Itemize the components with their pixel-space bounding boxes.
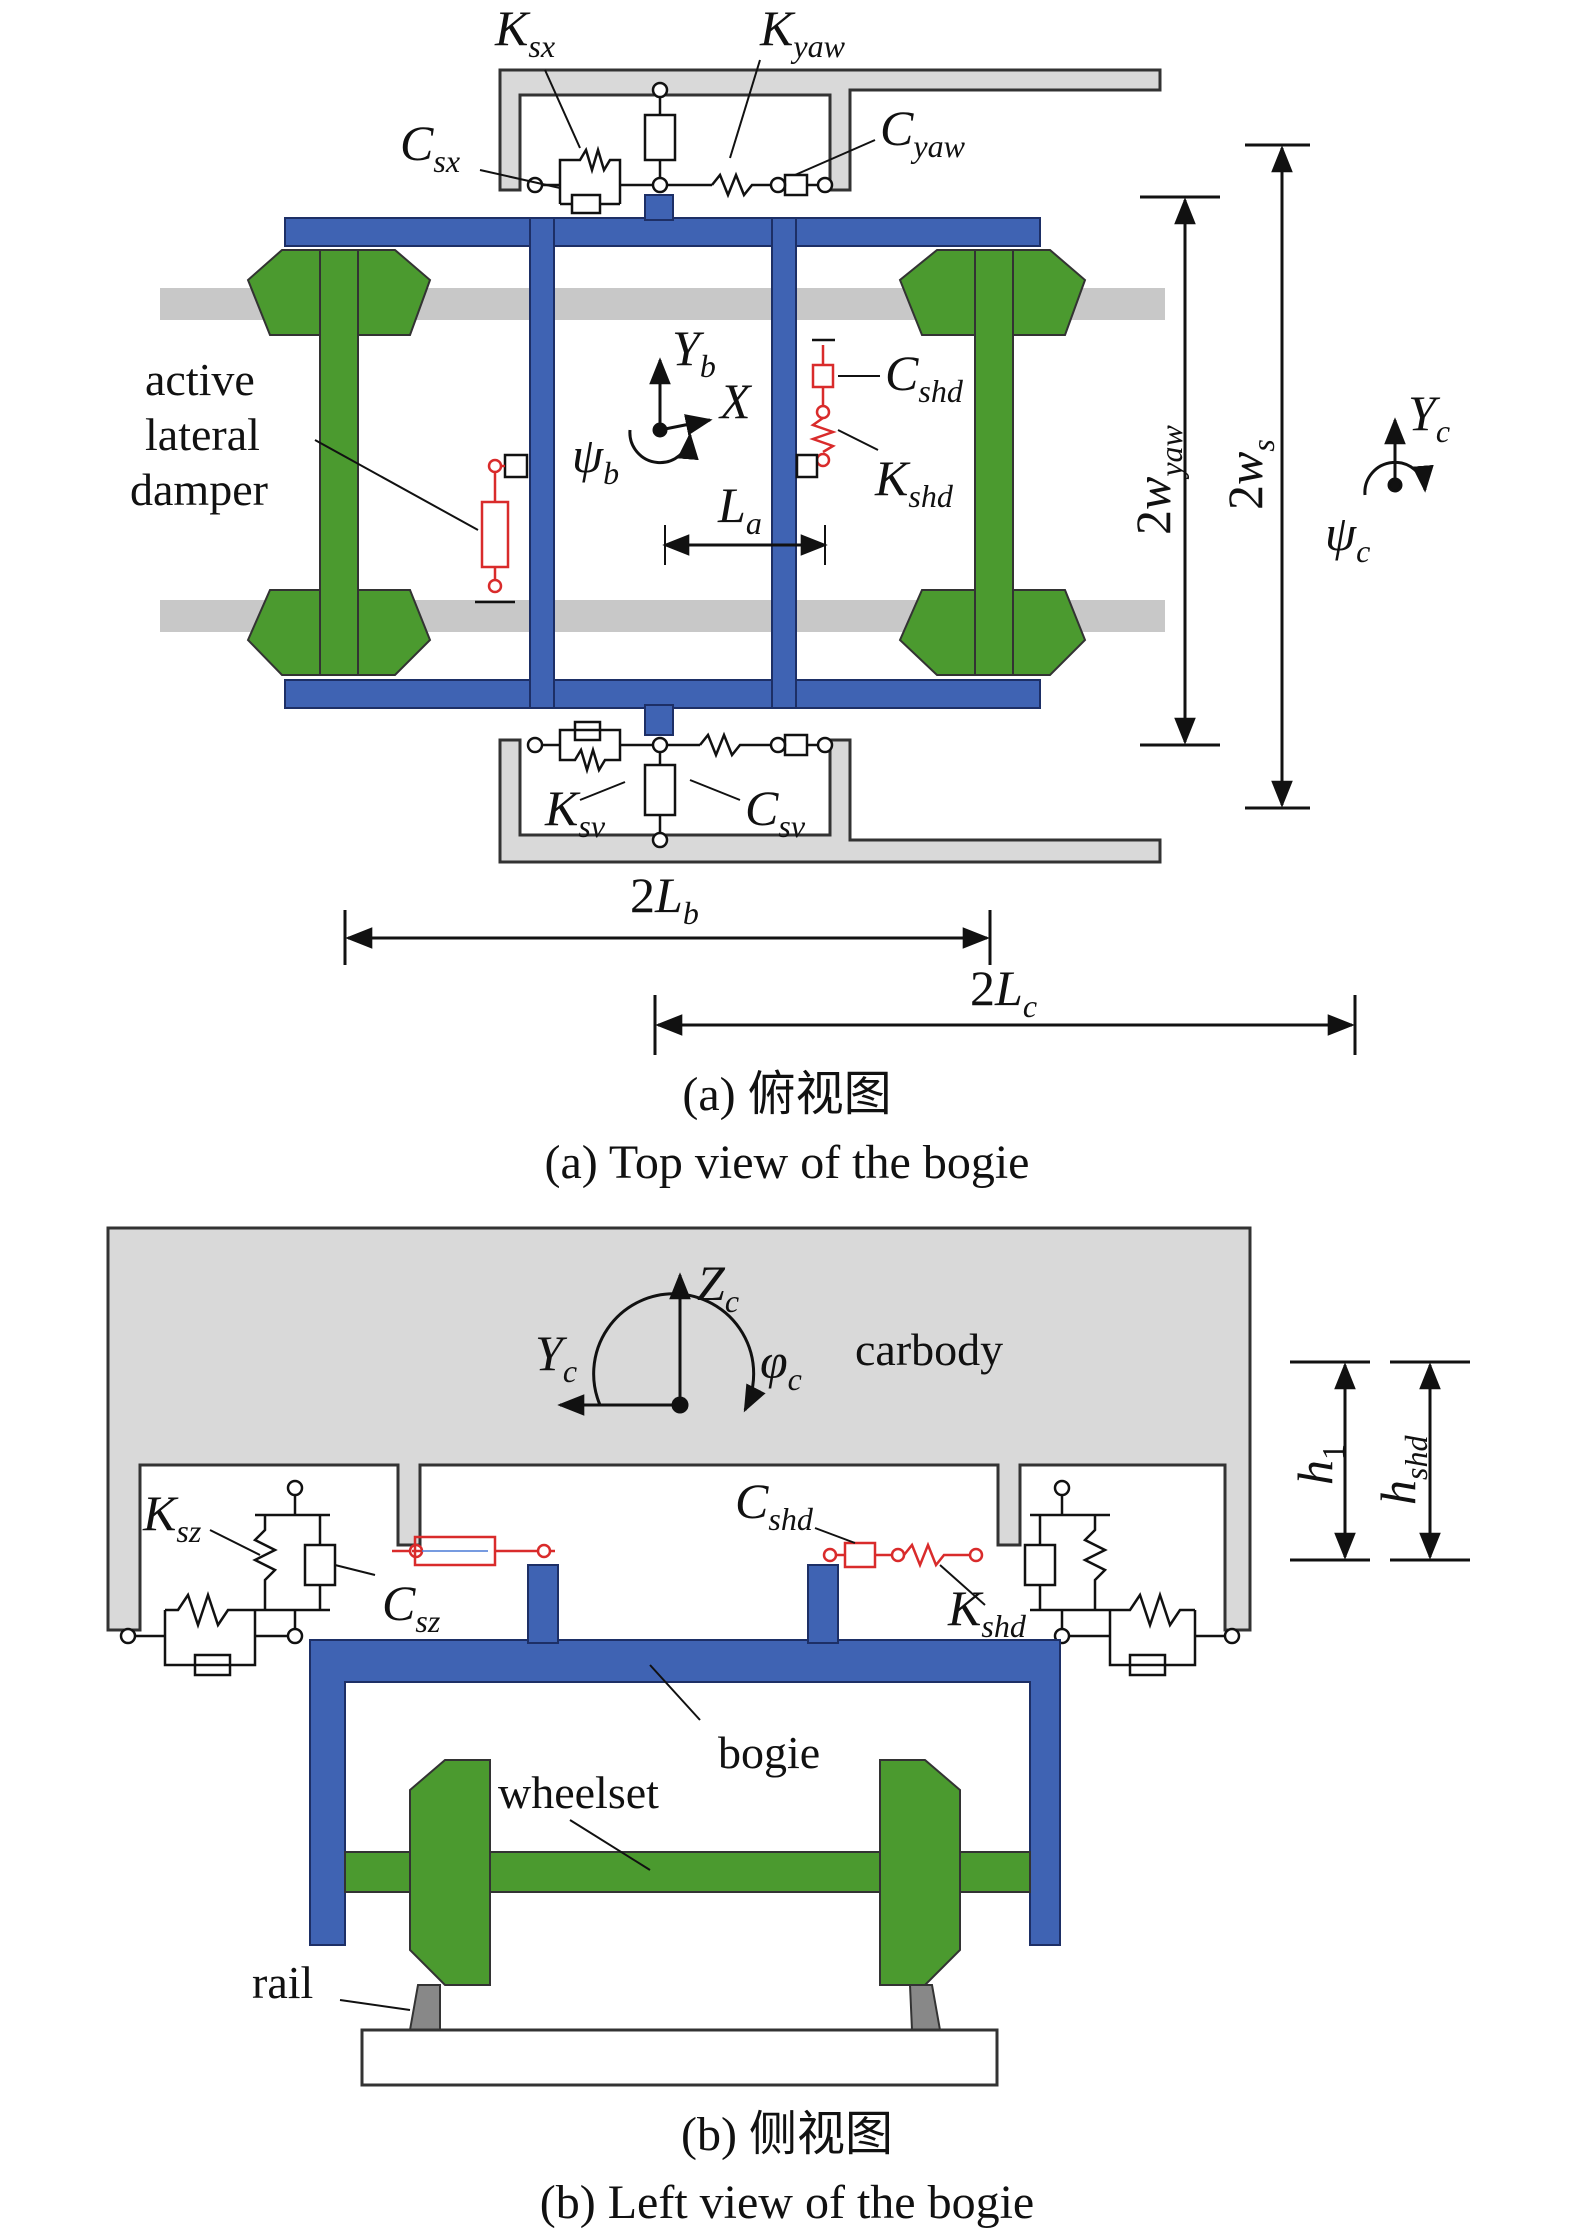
bogie-frame-top [284, 194, 1041, 736]
label-2lb: 2Lb [630, 867, 699, 931]
label-carbody: carbody [855, 1324, 1003, 1375]
caption-side-en: (b) Left view of the bogie [540, 2176, 1034, 2229]
label-kshd-top: Kshd [874, 450, 954, 514]
label-h1: h1 [1287, 1444, 1351, 1485]
csv-leader [689, 779, 741, 801]
label-psic: ψc [1325, 505, 1370, 569]
cshd-side-leader [814, 1527, 856, 1544]
side-view [106, 1226, 1470, 2087]
label-kyaw: Kyaw [759, 0, 846, 64]
wheelset-left [246, 249, 432, 676]
label-la: La [717, 477, 762, 541]
label-x: X [718, 373, 753, 429]
shd-damper-spring [795, 338, 837, 479]
label-kshd-side: Kshd [947, 1580, 1027, 1644]
label-cyaw: Cyaw [880, 100, 966, 164]
caption-top-en: (a) Top view of the bogie [545, 1136, 1030, 1189]
label-phic: φc [760, 1333, 802, 1397]
label-yc-top: Yc [1408, 385, 1450, 449]
label-csz: Csz [382, 1575, 441, 1639]
carbody-axes-side [557, 1272, 766, 1416]
rail-side [408, 1984, 942, 2031]
label-cshd-side: Cshd [735, 1473, 814, 1537]
carbody-outline-bottom [498, 738, 1162, 864]
carbody-axes-top [1363, 417, 1434, 496]
label-rail: rail [252, 1957, 313, 2008]
ksx-leader [544, 69, 581, 149]
label-ksx: Ksx [494, 0, 555, 64]
label-yc-side: Yc [535, 1325, 577, 1389]
label-2ws: 2ws [1217, 439, 1281, 510]
label-wheelset: wheelset [498, 1767, 659, 1818]
top-view [160, 59, 1434, 1055]
ksz-leader [209, 1529, 261, 1556]
kshd-side-leader [939, 1564, 986, 1606]
label-csx: Csx [400, 115, 460, 179]
label-active-3: damper [130, 464, 268, 515]
width-dimensions [1140, 143, 1310, 810]
caption-side-cn: (b) 侧视图 [681, 2108, 893, 2161]
label-2lc: 2Lc [970, 960, 1037, 1024]
shd-damper-side [822, 1541, 984, 1569]
bogie-axes [628, 357, 713, 465]
label-hshd: hshd [1370, 1435, 1434, 1505]
length-dimensions [343, 910, 1357, 1055]
carbody-outline-top [498, 68, 1162, 192]
active-lateral-damper [475, 453, 529, 604]
label-ksz: Ksz [142, 1485, 202, 1549]
secondary-suspension-bottom [526, 720, 834, 849]
height-dimensions [1290, 1360, 1470, 1562]
label-cshd-top: Cshd [885, 345, 964, 409]
wheelset-leader [569, 1819, 651, 1871]
active-damper-leader [314, 439, 479, 531]
bogie-leader [649, 1664, 701, 1721]
label-2wyaw: 2wyaw [1125, 424, 1189, 535]
secondary-suspension-top [526, 81, 834, 215]
kshd-leader [837, 429, 879, 451]
bogie-frame-side [309, 1564, 1061, 1946]
track-base [360, 2028, 999, 2087]
cyaw-leader [794, 139, 876, 176]
csx-leader [479, 169, 561, 189]
caption-top-cn: (a) 俯视图 [682, 1068, 891, 1121]
label-ksv: Ksv [544, 780, 606, 844]
kyaw-leader [729, 59, 761, 159]
ksv-leader [579, 781, 626, 801]
rail-leader [339, 1999, 411, 2011]
active-damper-side [392, 1535, 555, 1567]
csz-leader [334, 1564, 376, 1576]
wheelset-right [898, 249, 1087, 676]
wheelset-side [344, 1759, 1031, 1986]
label-bogie: bogie [718, 1727, 820, 1778]
left-secondary-suspension [119, 1479, 337, 1677]
label-yb: Yb [672, 320, 716, 384]
label-psib: ψb [572, 427, 619, 491]
label-active-1: active [145, 354, 255, 405]
label-zc: Zc [697, 1255, 739, 1319]
label-csv: Csv [745, 780, 806, 844]
label-active-2: lateral [145, 409, 260, 460]
